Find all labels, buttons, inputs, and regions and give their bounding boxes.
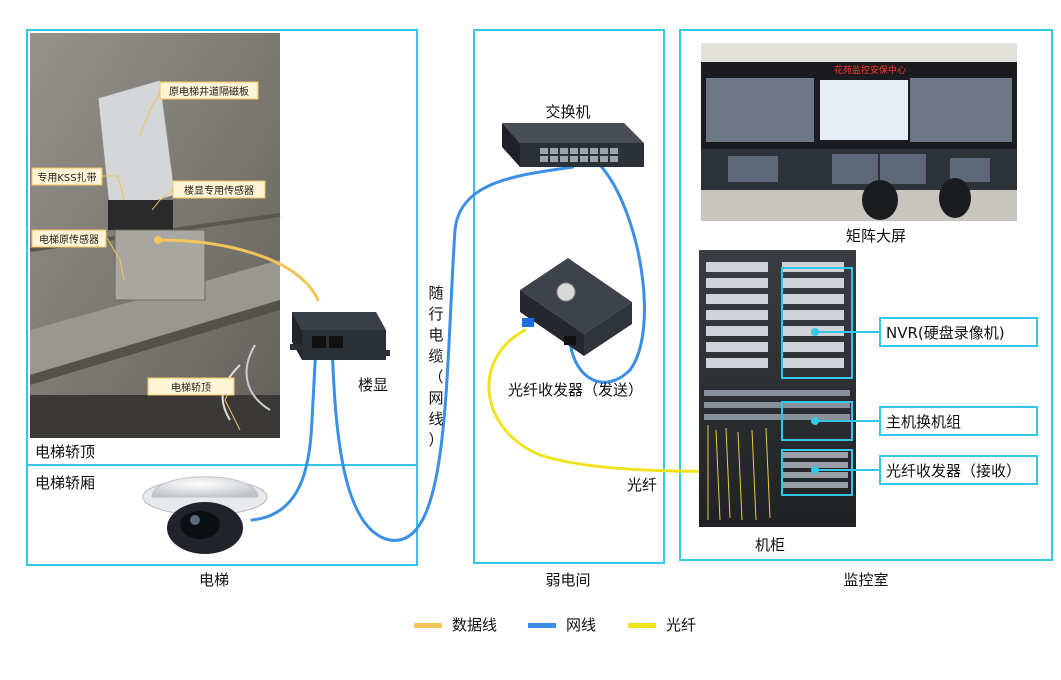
traveling-cable-label: 随行电缆（网线） bbox=[428, 284, 443, 449]
legend-label-fiber-line: 光纤 bbox=[666, 616, 696, 634]
network-line-switch-tx bbox=[568, 163, 646, 384]
network-line-camera bbox=[250, 343, 318, 522]
section-frames bbox=[26, 29, 1053, 566]
label-floor-sensor: 楼显专用传感器 bbox=[184, 184, 254, 197]
section-label-monitor-room: 监控室 bbox=[843, 571, 888, 589]
switch-device[interactable] bbox=[502, 123, 644, 167]
network-line-traveling bbox=[330, 165, 575, 542]
section-label-weak-room: 弱电间 bbox=[545, 571, 590, 589]
legend-swatch-network-line bbox=[528, 623, 556, 628]
label-original-sensor: 电梯原传感器 bbox=[39, 233, 99, 246]
elevator-frame bbox=[26, 29, 418, 566]
cabinet-photo bbox=[699, 250, 856, 527]
legend-swatch-data-line bbox=[414, 623, 442, 628]
label-kss-tie: 专用KSS扎带 bbox=[37, 171, 96, 184]
fiber-tx-label: 光纤收发器（发送） bbox=[508, 381, 643, 399]
cabinet-callout-lines bbox=[811, 328, 880, 474]
callout-host-switch: 主机换机组 bbox=[886, 413, 961, 431]
monitor-room-frame bbox=[679, 29, 1053, 561]
zone-car: 电梯轿厢 bbox=[35, 474, 95, 492]
label-isolation-board: 原电梯井道隔磁板 bbox=[169, 85, 249, 98]
traveling-cable-text: 随行电缆（网线） bbox=[428, 284, 443, 449]
legend-label-data-line: 数据线 bbox=[452, 616, 497, 634]
photo-label-boxes: 原电梯井道隔磁板 专用KSS扎带 楼显专用传感器 电梯原传感器 电梯轿顶 bbox=[31, 81, 266, 396]
legend: 数据线 网线 光纤 bbox=[414, 616, 696, 634]
legend-swatch-fiber-line bbox=[628, 623, 656, 628]
matrix-screen-photo: 花苑监控安保中心 bbox=[701, 43, 1017, 221]
weak-room-frame bbox=[473, 29, 665, 564]
floor-display-device[interactable] bbox=[290, 312, 390, 360]
data-line-sensor bbox=[156, 238, 320, 302]
matrix-screen-label: 矩阵大屏 bbox=[846, 227, 906, 245]
dome-camera-icon[interactable] bbox=[142, 476, 268, 554]
label-car-top-photo: 电梯轿顶 bbox=[171, 381, 211, 394]
zone-car-top: 电梯轿顶 bbox=[35, 443, 95, 461]
callout-fiber-rx: 光纤收发器（接收） bbox=[886, 462, 1021, 480]
section-label-elevator: 电梯 bbox=[199, 571, 229, 589]
switch-label: 交换机 bbox=[545, 103, 590, 121]
cabinet-label: 机柜 bbox=[755, 536, 785, 554]
screen-banner: 花苑监控安保中心 bbox=[834, 64, 906, 76]
cabinet-callouts: NVR(硬盘录像机) 主机换机组 光纤收发器（接收） bbox=[879, 317, 1038, 485]
callout-nvr: NVR(硬盘录像机) bbox=[886, 324, 1005, 342]
floor-display-label: 楼显 bbox=[358, 376, 388, 394]
fiber-transceiver-tx-device[interactable] bbox=[520, 258, 632, 356]
fiber-label: 光纤 bbox=[627, 476, 657, 494]
legend-label-network-line: 网线 bbox=[566, 616, 596, 634]
